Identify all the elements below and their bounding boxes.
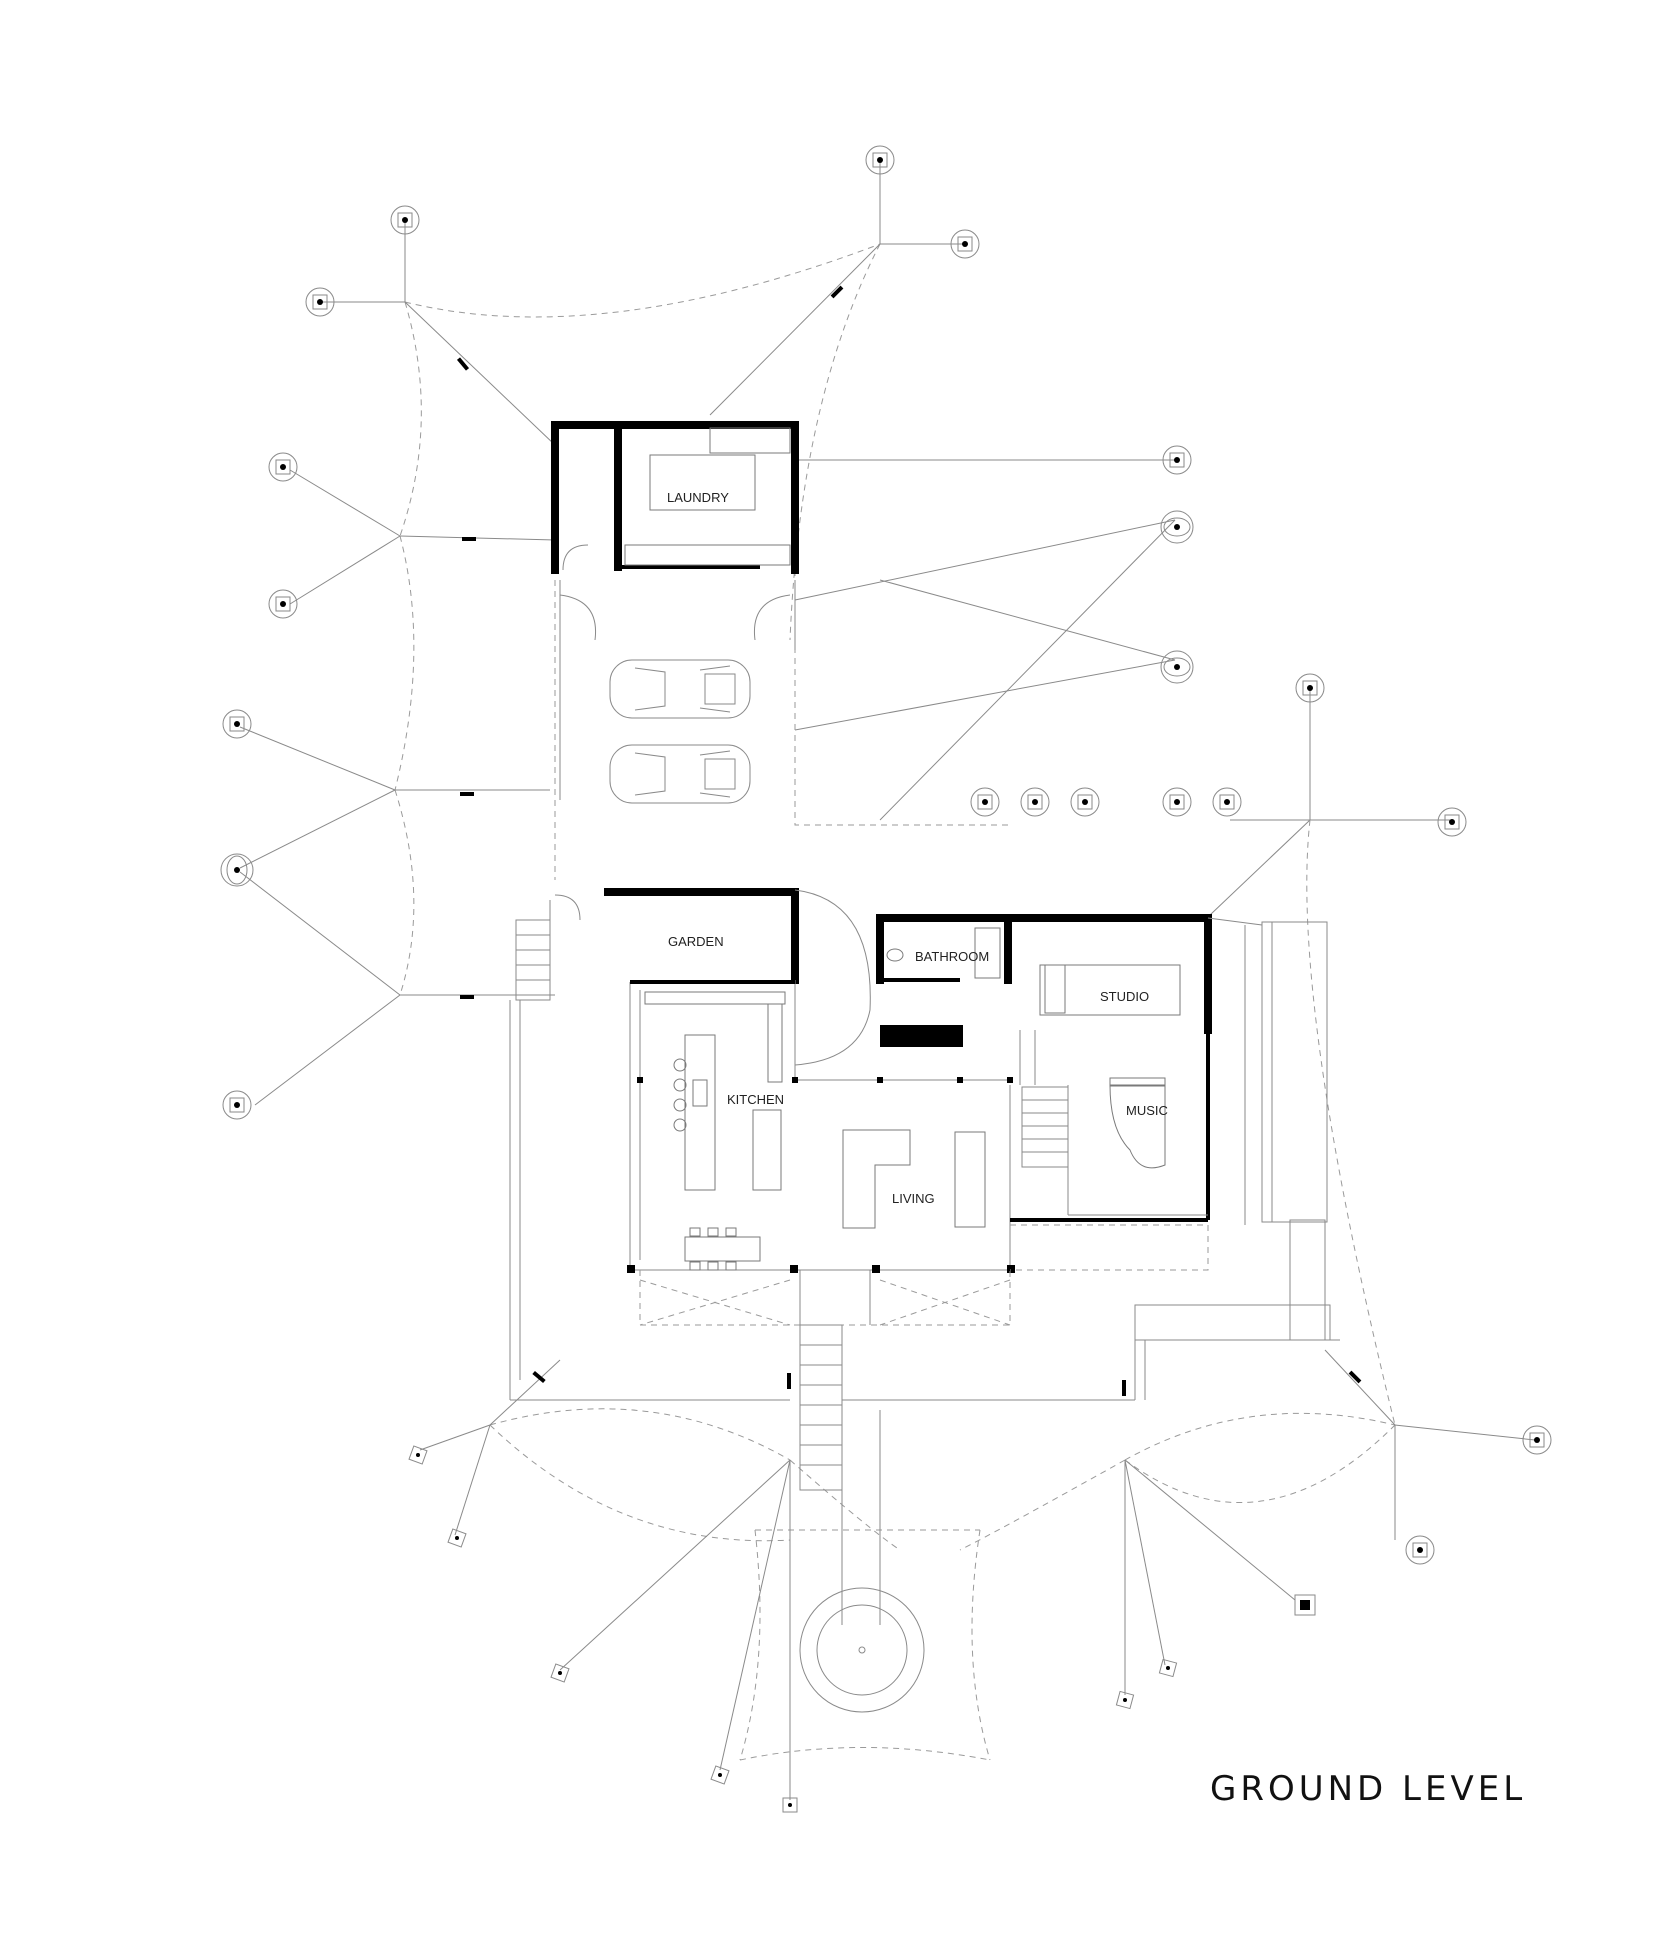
studio-stair	[1021, 1086, 1069, 1168]
anchor-icon	[950, 229, 980, 259]
car-icon	[609, 744, 751, 804]
carport-cars	[609, 659, 751, 804]
kitchen-stools	[673, 1058, 687, 1132]
drawing-title: GROUND LEVEL	[1210, 1769, 1526, 1809]
room-label-garden: GARDEN	[668, 934, 724, 949]
turning-circle	[799, 1587, 925, 1713]
anchor-icon	[1115, 1690, 1135, 1710]
grand-piano-icon	[1109, 1077, 1166, 1169]
anchor-icon	[305, 287, 335, 317]
anchor-icon	[1160, 510, 1194, 544]
anchor-icon	[1160, 650, 1194, 684]
room-label-studio: STUDIO	[1100, 989, 1149, 1004]
entry-walk	[510, 1399, 1135, 1625]
anchor-icon	[268, 452, 298, 482]
anchor-icon	[268, 589, 298, 619]
anchor-icon	[408, 1445, 428, 1465]
sofa	[842, 1129, 986, 1229]
laundry-block	[551, 421, 799, 800]
east-ramp	[1134, 917, 1340, 1400]
anchor-icon	[220, 853, 254, 887]
anchor-icon	[1020, 787, 1050, 817]
anchor-icon	[1522, 1425, 1552, 1455]
anchor-icon	[1212, 787, 1242, 817]
left-stair	[515, 919, 551, 1001]
anchor-icon	[1295, 673, 1325, 703]
car-icon	[609, 659, 751, 719]
anchor-icon	[865, 145, 895, 175]
anchor-icon	[390, 205, 420, 235]
anchor-symbols	[220, 145, 1552, 1813]
room-label-kitchen: KITCHEN	[727, 1092, 784, 1107]
anchor-icon	[1405, 1535, 1435, 1565]
room-label-living: LIVING	[892, 1191, 935, 1206]
anchor-icon	[710, 1765, 730, 1785]
anchor-icon	[222, 1090, 252, 1120]
anchor-icon	[782, 1797, 798, 1813]
anchor-icon	[970, 787, 1000, 817]
shade-structure	[239, 160, 1536, 1800]
front-stair	[799, 1324, 843, 1491]
anchor-icon	[222, 709, 252, 739]
room-label-laundry: LAUNDRY	[667, 490, 729, 505]
anchor-icon	[1158, 1658, 1178, 1678]
room-label-bathroom: BATHROOM	[915, 949, 989, 964]
room-label-music: MUSIC	[1126, 1103, 1168, 1118]
anchor-icon	[1437, 807, 1467, 837]
anchor-icon	[1162, 445, 1192, 475]
main-house	[509, 888, 1212, 1400]
dining-table	[684, 1227, 761, 1271]
anchor-icon	[1070, 787, 1100, 817]
anchor-icon	[550, 1663, 570, 1683]
anchor-icon	[447, 1528, 467, 1548]
anchor-icon	[1162, 787, 1192, 817]
anchor-icon	[1294, 1594, 1316, 1616]
